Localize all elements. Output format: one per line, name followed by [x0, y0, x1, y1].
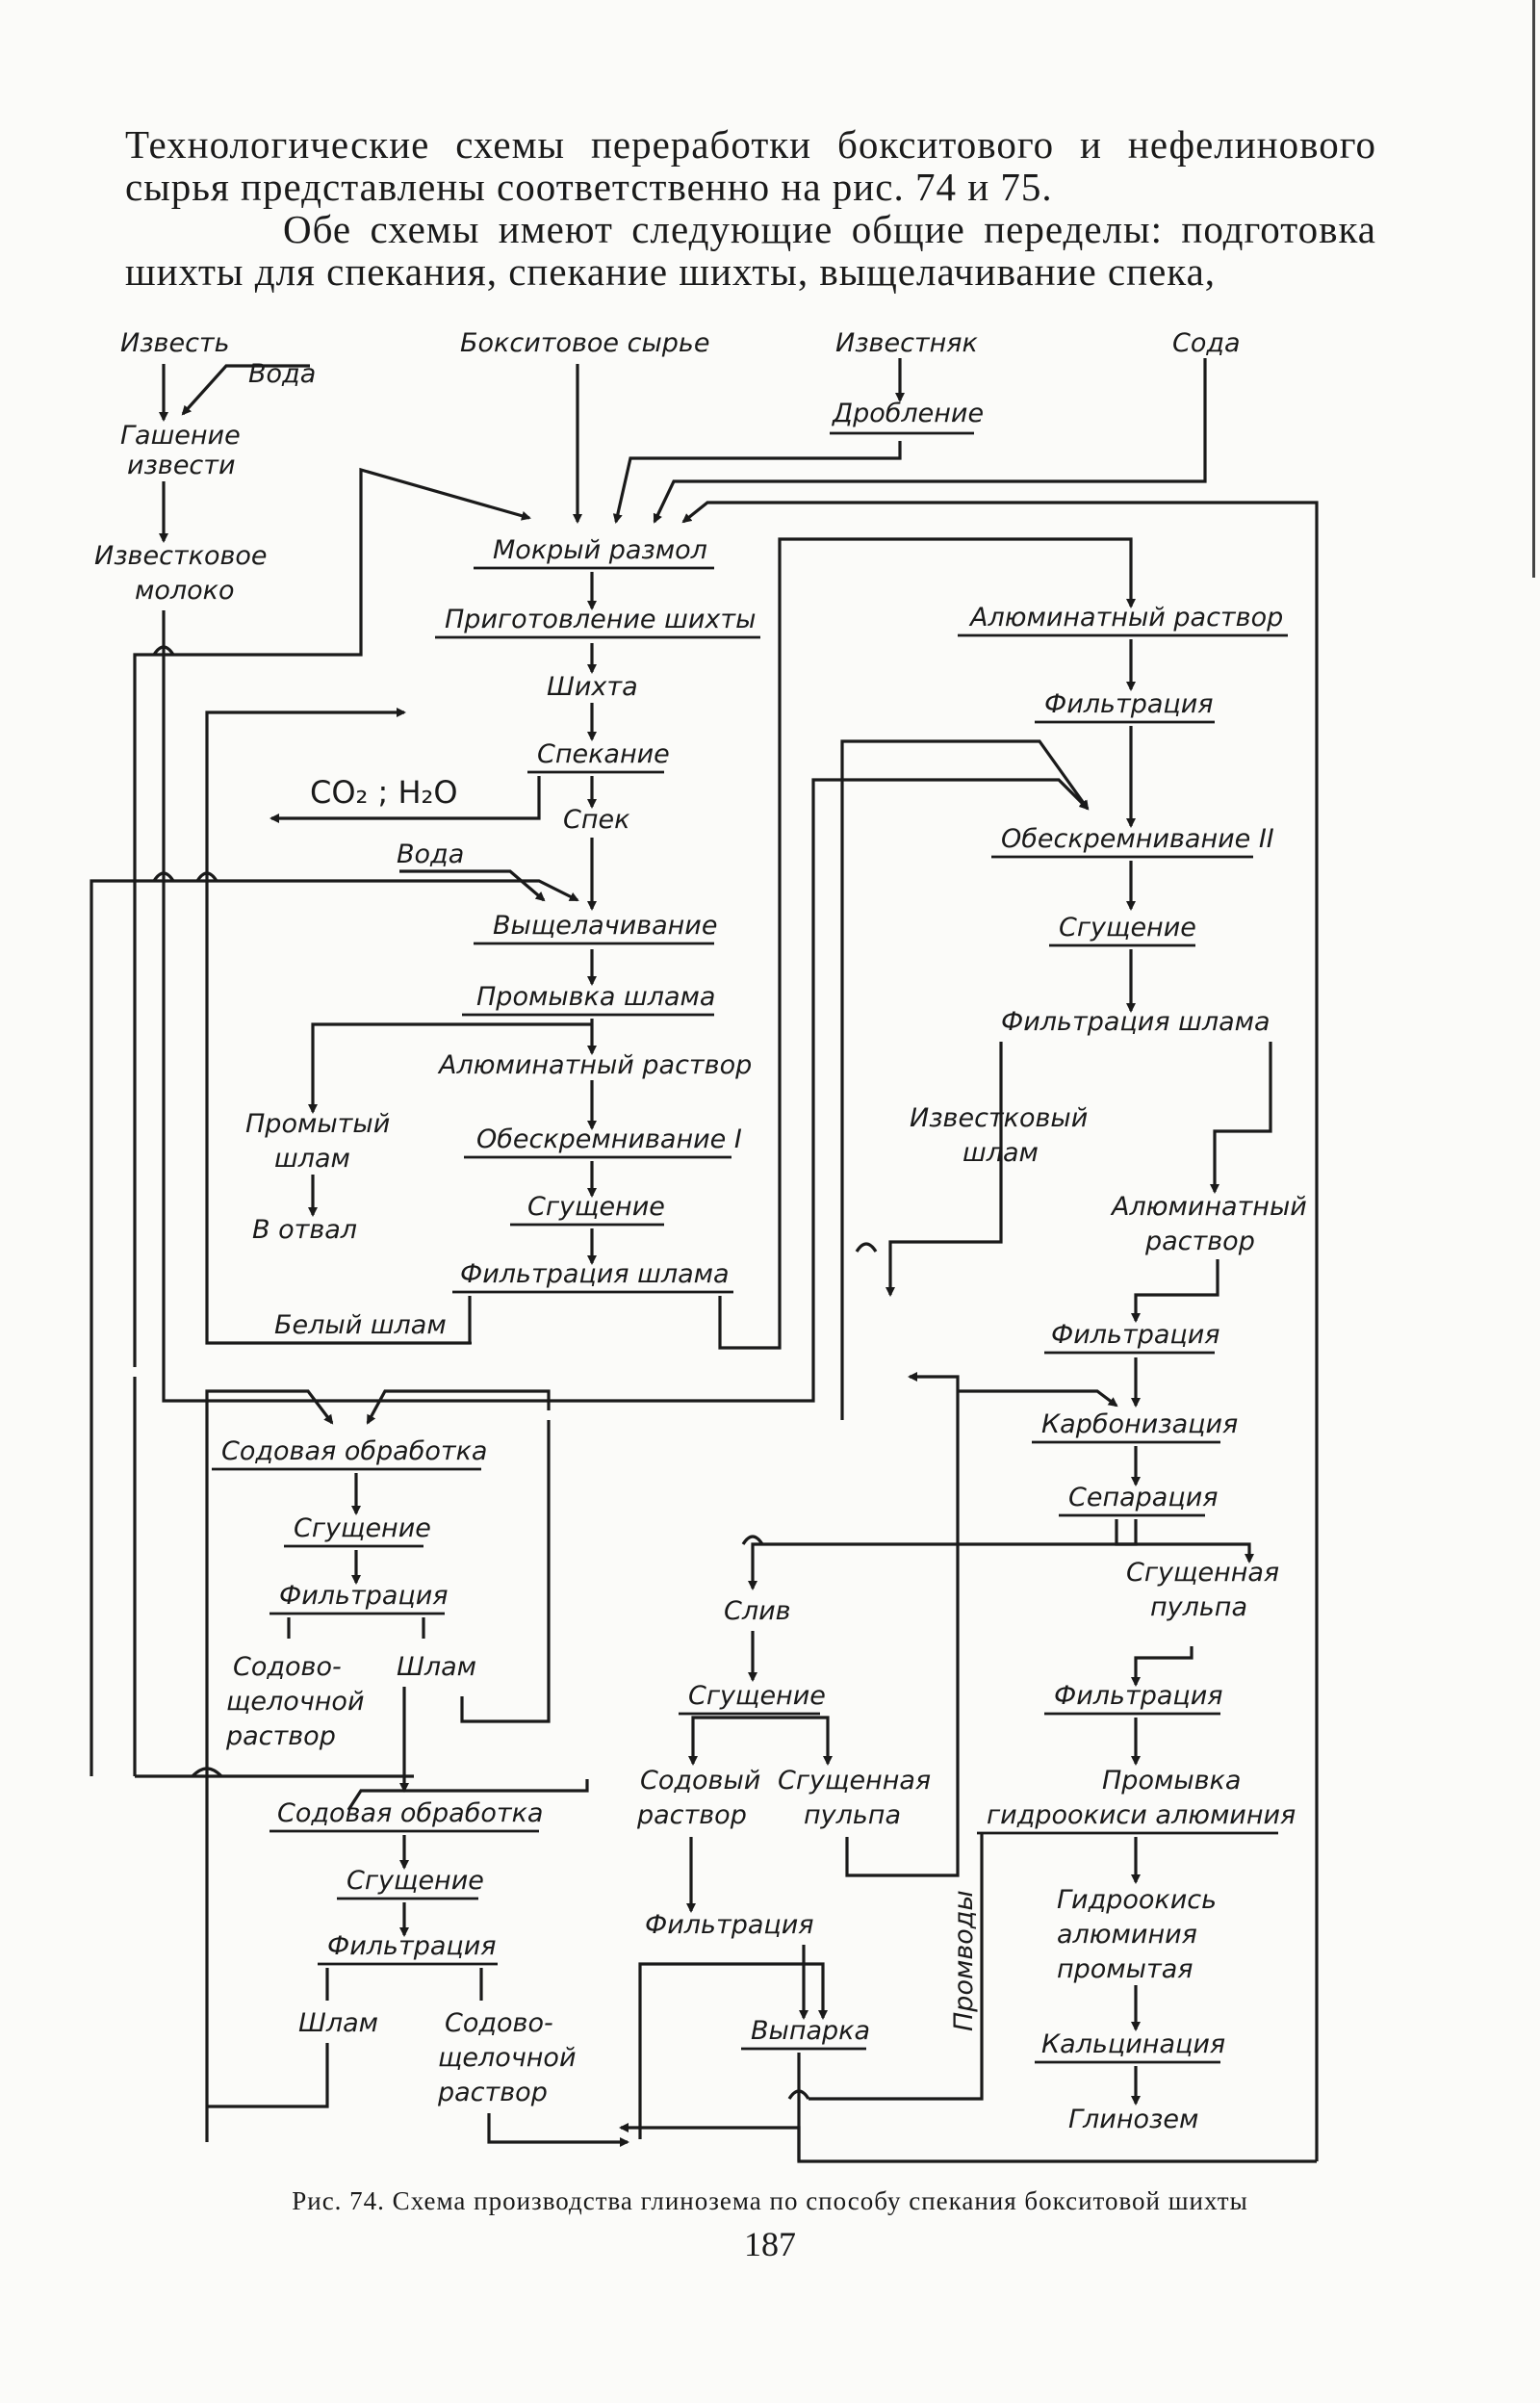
node-voda-1: Вода	[248, 359, 316, 389]
node-glinozem: Глинозем	[1068, 2105, 1198, 2134]
node-izv-shlam-1: Известковый	[910, 1103, 1088, 1133]
node-promyty-2: шлам	[274, 1144, 350, 1174]
node-filtraciya-4: Фильтрация	[279, 1581, 449, 1611]
node-bely-shlam: Белый шлам	[274, 1310, 447, 1340]
node-filtraciya-s: Фильтрация	[645, 1910, 814, 1940]
node-vyshchelachivanie: Выщелачивание	[493, 911, 717, 941]
node-obeskremnivanie-2: Обескремнивание II	[1001, 824, 1274, 854]
node-gidro-1: Гидроокись	[1057, 1885, 1217, 1915]
node-sodovy-rastvor-1: Содовый	[640, 1766, 760, 1796]
node-filtr-shlama-1: Фильтрация шлама	[460, 1259, 730, 1289]
node-kalcinaciya: Кальцинация	[1041, 2029, 1225, 2059]
page-number: 187	[744, 2225, 796, 2263]
node-sg-pulpa-2a: Сгущенная	[778, 1766, 931, 1796]
node-separaciya: Сепарация	[1068, 1483, 1219, 1512]
node-gidro-2: алюминия	[1057, 1920, 1197, 1950]
node-shlam-2: Шлам	[298, 2008, 378, 2038]
node-filtraciya-3: Фильтрация	[1054, 1681, 1223, 1711]
node-aluminate-1: Алюминатный раствор	[437, 1050, 752, 1080]
node-shlam-1: Шлам	[397, 1652, 476, 1682]
node-shikhta: Шихта	[547, 672, 638, 702]
node-sg-pulpa-1a: Сгущенная	[1126, 1558, 1279, 1588]
line-hops	[152, 645, 878, 2100]
node-sodshch-2b: щелочной	[438, 2043, 577, 2073]
node-aluminate-3b: раствор	[1144, 1227, 1255, 1256]
node-sodovaya-obr-1: Содовая обработка	[221, 1436, 487, 1466]
node-sodshch-1a: Содово-	[233, 1652, 342, 1682]
paragraph-2: Обе схемы имеют следующие общие переделы…	[125, 207, 1376, 294]
node-sgushchenie-3: Сгущение	[294, 1513, 431, 1543]
node-sgushchenie-1: Сгущение	[527, 1192, 665, 1222]
node-obeskremnivanie-1: Обескремнивание I	[476, 1124, 742, 1154]
node-prigotovlenie: Приготовление шихты	[445, 605, 756, 634]
node-filtr-shlama-2: Фильтрация шлама	[1001, 1007, 1270, 1037]
node-gidro-3: промытая	[1057, 1954, 1194, 1984]
node-izvest: Известь	[120, 328, 230, 358]
node-otval: В отвал	[252, 1215, 357, 1245]
node-vyparka: Выпарка	[751, 2016, 870, 2046]
node-boksit: Бокситовое сырье	[460, 328, 709, 358]
node-sgushchenie-4: Сгущение	[346, 1866, 484, 1896]
node-promyvka-shlama: Промывка шлама	[476, 982, 715, 1012]
node-aluminate-2: Алюминатный раствор	[968, 603, 1283, 633]
node-sodshch-2c: раствор	[437, 2078, 548, 2107]
node-soda: Сода	[1172, 328, 1241, 358]
node-sgushchenie-s: Сгущение	[688, 1681, 826, 1711]
node-sodshch-2a: Содово-	[445, 2008, 553, 2038]
node-sodovy-rastvor-2: раствор	[636, 1800, 747, 1830]
node-sgushchenie-2: Сгущение	[1059, 913, 1196, 943]
node-promyvka-gidro-1: Промывка	[1102, 1766, 1241, 1796]
node-filtraciya-1: Фильтрация	[1044, 689, 1214, 719]
paragraph-1: Технологические схемы переработки боксит…	[125, 122, 1376, 209]
node-promyty-1: Промытый	[245, 1109, 390, 1139]
node-promvody: Промводы	[949, 1890, 979, 2031]
node-moloko-2: молоко	[135, 576, 235, 606]
node-spek: Спек	[563, 805, 630, 835]
node-gashenie-2: извести	[127, 451, 236, 480]
node-karbonizaciya: Карбонизация	[1041, 1409, 1238, 1439]
node-spekanie: Спекание	[537, 739, 670, 769]
node-promyvka-gidro-2: гидроокиси алюминия	[987, 1800, 1296, 1830]
node-mokry-razmol: Мокрый размол	[493, 535, 707, 565]
node-voda-2: Вода	[397, 840, 464, 869]
node-sg-pulpa-2b: пульпа	[804, 1800, 901, 1830]
node-sliv: Слив	[724, 1596, 791, 1626]
figure-caption: Рис. 74. Схема производства глинозема по…	[292, 2186, 1248, 2215]
node-filtraciya-5: Фильтрация	[327, 1931, 497, 1961]
node-moloko-1: Известковое	[94, 541, 268, 571]
node-droblenie: Дробление	[832, 399, 984, 428]
node-izvestnyak: Известняк	[835, 328, 979, 358]
node-sodshch-1b: щелочной	[226, 1687, 365, 1717]
node-sodovaya-obr-2: Содовая обработка	[277, 1798, 543, 1828]
node-gashenie-1: Гашение	[120, 421, 241, 451]
node-sodshch-1c: раствор	[225, 1721, 336, 1751]
node-filtraciya-2: Фильтрация	[1051, 1320, 1220, 1350]
node-aluminate-3a: Алюминатный	[1110, 1192, 1307, 1222]
node-sg-pulpa-1b: пульпа	[1150, 1592, 1247, 1622]
node-co2-h2o: CO₂ ; H₂O	[310, 774, 458, 811]
margin-line	[1532, 0, 1535, 578]
flow-edges	[90, 358, 1319, 2163]
